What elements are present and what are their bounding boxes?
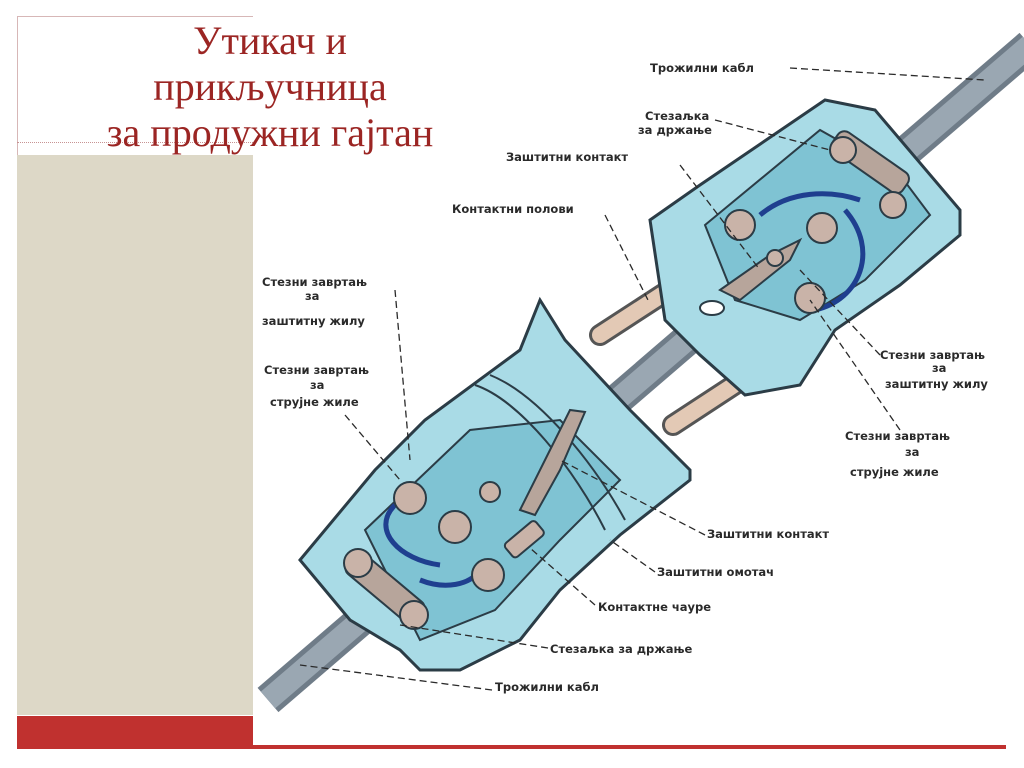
leader-protect-cover <box>609 539 656 573</box>
label-protect-cover: Заштитни омотач <box>657 565 774 579</box>
plug-terminal-screw-3 <box>794 282 826 314</box>
title-line-1: Утикач и <box>193 18 347 63</box>
leader-protect-contact-bottom <box>559 459 706 536</box>
leader-screw-curr-right <box>809 299 901 431</box>
plug-socket-diagram: Трожилни кабл Стезаљка за држање Заштитн… <box>257 32 1024 713</box>
socket-terminal-screw-2 <box>438 510 472 544</box>
plug-terminal-screw-2 <box>806 212 838 244</box>
label-screw-curr-right-line2: за <box>905 445 919 459</box>
sidebar-panel <box>17 155 253 715</box>
label-screw-prot-left-line3: заштитну жилу <box>262 314 365 328</box>
leader-screw-prot-left <box>394 289 411 461</box>
label-screw-curr-left-line2: за <box>310 378 324 392</box>
label-screw-prot-right-line1: Стезни завртањ <box>880 348 985 362</box>
label-protect-contact-top: Заштитни контакт <box>506 150 628 164</box>
label-protect-contact-bottom: Заштитни контакт <box>707 527 829 541</box>
label-clamp-bottom: Стезаљка за држање <box>550 642 692 656</box>
label-screw-prot-right-line2: за <box>932 361 946 375</box>
label-screw-prot-left-line2: за <box>305 289 319 303</box>
plug-wire-curved <box>814 208 866 313</box>
leader-protect-contact-top <box>679 164 761 271</box>
plug-wire-top <box>758 191 861 217</box>
label-contact-pins: Контактни полови <box>452 202 574 216</box>
bottom-rule <box>253 745 1006 749</box>
slide-title: Утикач и прикључница за продужни гајтан <box>40 18 500 156</box>
socket-clamp-screw-1 <box>343 548 373 578</box>
plug-front-hole <box>699 300 725 316</box>
label-cable-bottom: Трожилни кабл <box>495 680 599 694</box>
label-screw-curr-right-line3: струјне жиле <box>850 465 939 479</box>
socket-wire-1 <box>383 503 441 568</box>
socket-contact-sleeve <box>503 520 545 559</box>
leader-contact-pins <box>604 214 649 301</box>
sidebar-frame <box>17 16 253 155</box>
label-screw-prot-right-line3: заштитну жилу <box>885 377 988 391</box>
leader-clamp-top <box>714 119 831 151</box>
label-clamp-top-line1: Стезаљка <box>645 109 709 123</box>
title-divider <box>17 142 253 143</box>
plug-clamp-screw-1 <box>829 136 857 164</box>
title-line-2: прикључница <box>153 64 387 109</box>
title-line-3: за продужни гајтан <box>106 110 434 155</box>
leader-screw-prot-right <box>799 269 881 356</box>
socket-clamp-screw-2 <box>399 600 429 630</box>
label-screw-prot-left-line1: Стезни завртањ <box>262 275 367 289</box>
socket-terminal-screw-1 <box>393 481 427 515</box>
socket-protective-contact <box>518 408 587 517</box>
label-cable-top: Трожилни кабл <box>650 61 754 75</box>
label-screw-curr-left-line3: струјне жиле <box>270 395 359 409</box>
socket-center-nut <box>479 481 501 503</box>
leader-contact-sleeves <box>529 547 596 606</box>
label-screw-curr-right-line1: Стезни завртањ <box>845 429 950 443</box>
label-contact-sleeves: Контактне чауре <box>598 600 711 614</box>
plug-center-nut <box>766 249 784 267</box>
accent-bar <box>17 716 253 749</box>
leader-cable-top <box>789 67 986 81</box>
plug-clamp-screw-2 <box>879 191 907 219</box>
plug-terminal-screw-1 <box>724 209 756 241</box>
leader-screw-curr-left <box>344 414 401 481</box>
socket-terminal-screw-3 <box>471 558 505 592</box>
leader-clamp-bottom <box>399 624 549 649</box>
label-screw-curr-left-line1: Стезни завртањ <box>264 363 369 377</box>
label-clamp-top-line2: за држање <box>638 123 712 137</box>
socket-ridge-1 <box>474 384 606 531</box>
